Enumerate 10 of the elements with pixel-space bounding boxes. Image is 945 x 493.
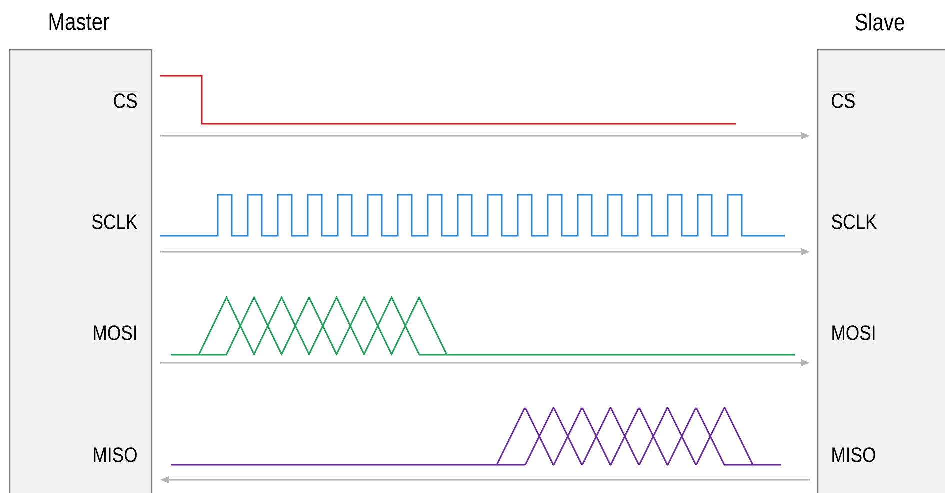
pin-label: MOSI: [94, 326, 136, 340]
box-heading: Master: [50, 14, 110, 30]
pin-label: CS: [113, 92, 138, 108]
pin-label: MISO: [94, 448, 137, 462]
pin-label: MISO: [832, 448, 876, 462]
pin-label: CS: [831, 92, 856, 108]
pin-label: SCLK: [832, 214, 878, 230]
box-heading: Slave: [856, 13, 904, 31]
pin-label: MOSI: [832, 326, 875, 340]
pin-label: SCLK: [92, 214, 138, 230]
